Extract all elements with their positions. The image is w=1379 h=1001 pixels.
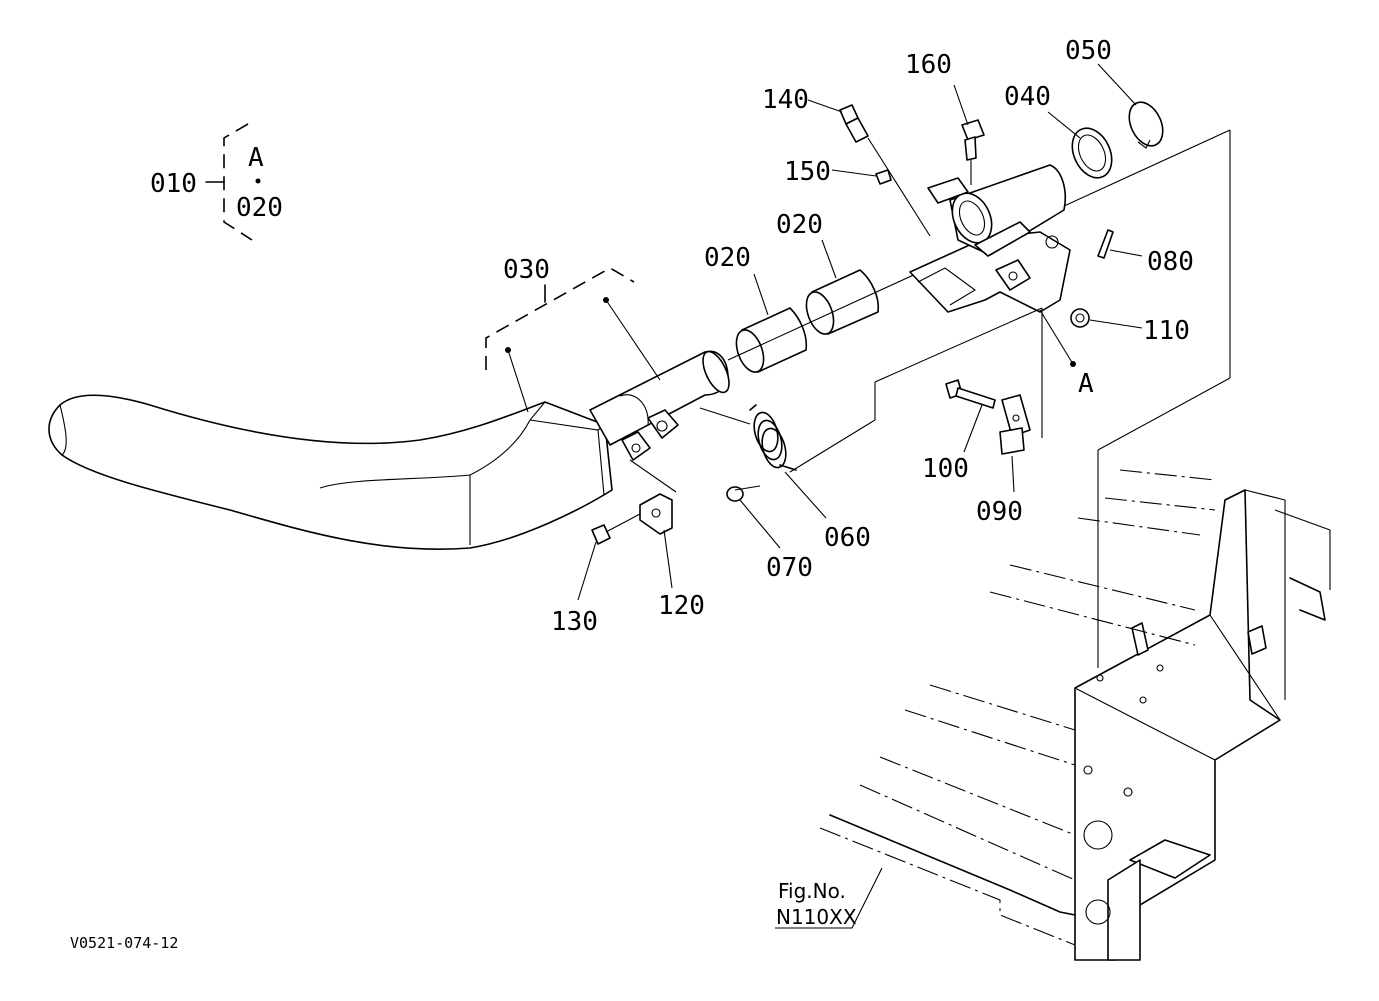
label-020-b: 020 <box>776 210 823 240</box>
label-040: 040 <box>1004 82 1051 112</box>
label-020-group: 020 <box>236 193 283 223</box>
label-060: 060 <box>824 523 871 553</box>
label-130: 130 <box>551 607 598 637</box>
label-020-a: 020 <box>704 243 751 273</box>
label-120: 120 <box>658 591 705 621</box>
ring-040 <box>1071 127 1113 179</box>
label-group-a: A <box>248 143 264 173</box>
label-070: 070 <box>766 553 813 583</box>
lever-handle <box>48 350 730 550</box>
bolt-140 <box>839 104 869 143</box>
label-ref-a: A <box>1078 369 1094 399</box>
figure-reference: Fig.No. N110XX <box>776 879 857 929</box>
label-010: 010 <box>150 169 197 199</box>
group-bracket-010 <box>205 123 261 241</box>
label-080: 080 <box>1147 247 1194 277</box>
plate-120 <box>639 493 673 535</box>
label-150: 150 <box>784 157 831 187</box>
frame-structure <box>819 469 1331 961</box>
pin-080 <box>1097 229 1114 259</box>
pivot-bracket <box>909 164 1071 313</box>
leader-lines <box>577 63 1143 929</box>
label-100: 100 <box>922 454 969 484</box>
group-bracket-030 <box>485 267 661 413</box>
washer-150 <box>875 169 892 185</box>
bushing-020-a <box>735 307 808 373</box>
bracket-090 <box>999 394 1031 455</box>
pin-070 <box>726 485 761 502</box>
label-090: 090 <box>976 497 1023 527</box>
part-labels: 010 A 020 030 020 020 140 150 160 040 05… <box>150 36 1194 637</box>
bolt-100 <box>945 379 996 409</box>
label-050: 050 <box>1065 36 1112 66</box>
drawing-code: V0521-074-12 <box>70 934 178 952</box>
spring-060 <box>749 404 797 471</box>
snap-ring-050 <box>1128 101 1164 149</box>
label-160: 160 <box>905 50 952 80</box>
bolt-130 <box>591 513 641 545</box>
fig-no-value: N110XX <box>776 905 857 929</box>
nut-110 <box>1070 308 1090 328</box>
bolt-160 <box>961 119 985 185</box>
label-030: 030 <box>503 255 550 285</box>
label-110: 110 <box>1143 316 1190 346</box>
fig-no-label: Fig.No. <box>778 879 846 903</box>
bushing-020-b <box>805 269 880 335</box>
label-140: 140 <box>762 85 809 115</box>
